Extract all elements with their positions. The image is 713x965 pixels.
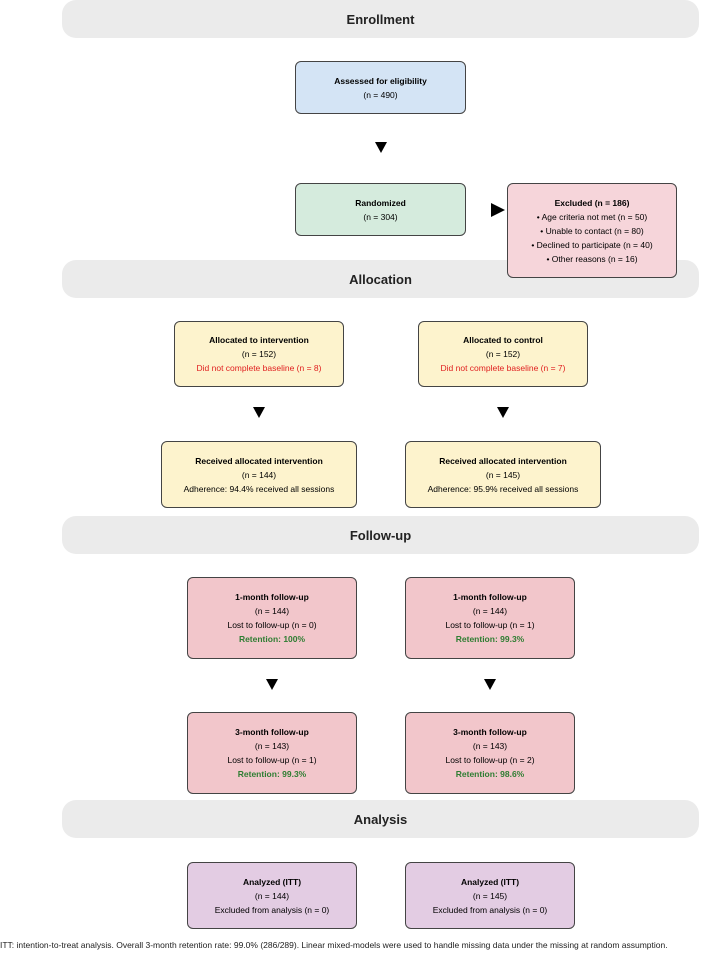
alloc-int-note: Did not complete baseline (n = 8) — [196, 363, 322, 373]
allocated-intervention-box: Allocated to intervention (n = 152) Did … — [174, 321, 344, 387]
analyzed-control-box: Analyzed (ITT) (n = 145) Excluded from a… — [405, 862, 575, 929]
alloc-ctl-title: Allocated to control — [463, 335, 543, 345]
recv-int-adherence: Adherence: 94.4% received all sessions — [183, 483, 335, 494]
section-enrollment: Enrollment — [62, 0, 699, 38]
fu3-control-box: 3-month follow-up (n = 143) Lost to foll… — [405, 712, 575, 794]
recv-ctl-adherence: Adherence: 95.9% received all sessions — [427, 483, 579, 494]
arrow-right-icon — [491, 203, 505, 217]
excluded-reason: • Age criteria not met (n = 50) — [536, 211, 648, 222]
fu1-ctl-title: 1-month follow-up — [453, 592, 527, 602]
fu1-ctl-n: (n = 144) — [472, 606, 508, 616]
alloc-int-title: Allocated to intervention — [209, 335, 309, 345]
an-ctl-n: (n = 145) — [472, 890, 508, 901]
an-int-excl: Excluded from analysis (n = 0) — [214, 904, 330, 915]
fu3-ctl-title: 3-month follow-up — [453, 727, 527, 737]
fu3-int-lost: Lost to follow-up (n = 1) — [227, 755, 317, 765]
arrow-down-icon — [497, 407, 509, 418]
fu1-int-n: (n = 144) — [254, 606, 290, 616]
recv-ctl-n: (n = 145) — [485, 469, 521, 480]
fu3-ctl-retention: Retention: 98.6% — [455, 769, 525, 779]
an-ctl-title: Analyzed (ITT) — [460, 876, 520, 887]
analyzed-intervention-box: Analyzed (ITT) (n = 144) Excluded from a… — [187, 862, 357, 929]
fu3-int-title: 3-month follow-up — [235, 727, 309, 737]
fu1-ctl-lost: Lost to follow-up (n = 1) — [445, 620, 535, 630]
an-int-title: Analyzed (ITT) — [242, 876, 302, 887]
recv-int-title: Received allocated intervention — [195, 455, 323, 466]
recv-int-n: (n = 144) — [241, 469, 277, 480]
arrow-down-icon — [484, 679, 496, 690]
fu1-int-title: 1-month follow-up — [235, 592, 309, 602]
excluded-box: Excluded (n = 186) • Age criteria not me… — [507, 183, 677, 278]
fu1-intervention-box: 1-month follow-up (n = 144) Lost to foll… — [187, 577, 357, 659]
assessed-title: Assessed for eligibility — [334, 75, 427, 86]
randomized-n: (n = 304) — [363, 211, 398, 222]
arrow-down-icon — [253, 407, 265, 418]
excluded-reason: • Declined to participate (n = 40) — [531, 239, 653, 250]
arrow-down-icon — [266, 679, 278, 690]
arrow-down-icon — [375, 142, 387, 153]
alloc-ctl-n: (n = 152) — [485, 349, 521, 359]
footnote: ITT: intention-to-treat analysis. Overal… — [0, 940, 668, 950]
randomized-box: Randomized (n = 304) — [295, 183, 466, 236]
section-analysis: Analysis — [62, 800, 699, 838]
fu3-ctl-lost: Lost to follow-up (n = 2) — [445, 755, 535, 765]
received-intervention-box: Received allocated intervention (n = 144… — [161, 441, 357, 508]
fu3-ctl-n: (n = 143) — [472, 741, 508, 751]
received-control-box: Received allocated intervention (n = 145… — [405, 441, 601, 508]
excluded-reason: • Other reasons (n = 16) — [546, 253, 638, 264]
recv-ctl-title: Received allocated intervention — [439, 455, 567, 466]
assessed-box: Assessed for eligibility (n = 490) — [295, 61, 466, 114]
fu1-int-lost: Lost to follow-up (n = 0) — [227, 620, 317, 630]
fu1-control-box: 1-month follow-up (n = 144) Lost to foll… — [405, 577, 575, 659]
allocated-control-box: Allocated to control (n = 152) Did not c… — [418, 321, 588, 387]
excluded-reason: • Unable to contact (n = 80) — [540, 225, 644, 236]
assessed-n: (n = 490) — [363, 89, 398, 100]
section-followup: Follow-up — [62, 516, 699, 554]
randomized-title: Randomized — [355, 197, 406, 208]
fu3-int-retention: Retention: 99.3% — [237, 769, 307, 779]
alloc-int-n: (n = 152) — [241, 349, 277, 359]
fu1-ctl-retention: Retention: 99.3% — [455, 634, 525, 644]
an-ctl-excl: Excluded from analysis (n = 0) — [432, 904, 548, 915]
alloc-ctl-note: Did not complete baseline (n = 7) — [440, 363, 566, 373]
fu3-intervention-box: 3-month follow-up (n = 143) Lost to foll… — [187, 712, 357, 794]
excluded-title: Excluded (n = 186) — [554, 197, 630, 208]
an-int-n: (n = 144) — [254, 890, 290, 901]
fu3-int-n: (n = 143) — [254, 741, 290, 751]
fu1-int-retention: Retention: 100% — [238, 634, 306, 644]
